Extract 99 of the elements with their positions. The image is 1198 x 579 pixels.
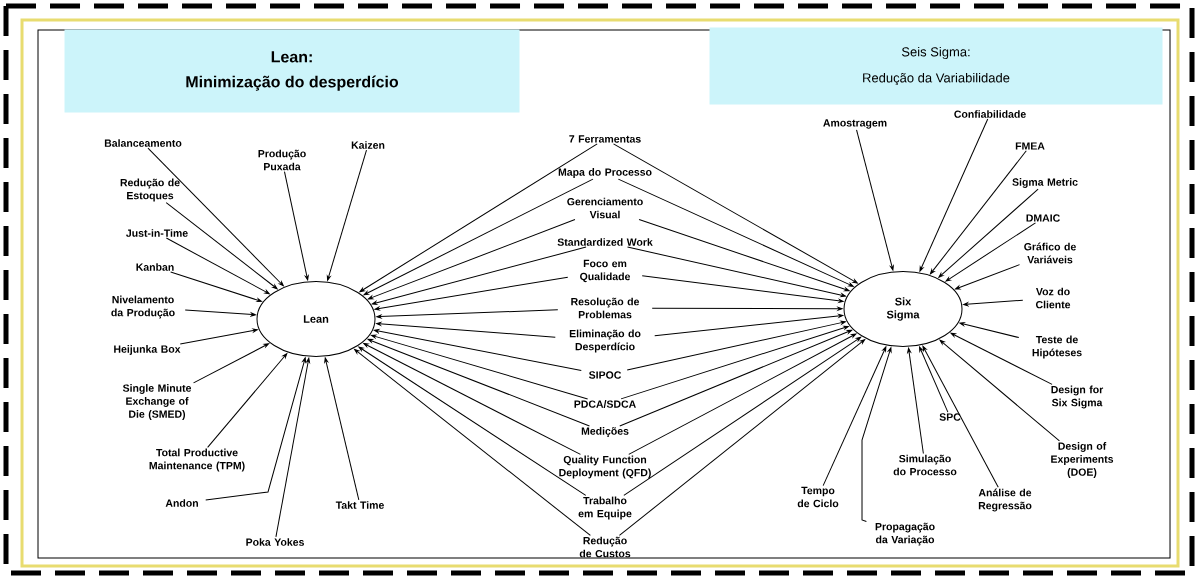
tool-label: SIPOC xyxy=(588,371,622,379)
arrow xyxy=(367,219,576,300)
tool-label: 7 Ferramentas xyxy=(569,135,641,143)
arrow xyxy=(184,309,256,317)
tool-label: Takt Time xyxy=(335,501,384,509)
arrow xyxy=(955,264,1021,290)
arrow xyxy=(371,246,587,305)
tool-label: Simulação do Processo xyxy=(893,454,957,476)
tool-label: Resolução de Problemas xyxy=(571,297,640,319)
tool-label: Kanban xyxy=(136,263,174,271)
tool-label: Nivelamento da Produção xyxy=(111,295,175,319)
arrow xyxy=(623,336,862,496)
arrow xyxy=(358,346,587,496)
arrow xyxy=(170,271,262,303)
tool-label: DMAIC xyxy=(1026,214,1060,222)
arrow xyxy=(354,348,591,536)
arrow xyxy=(326,149,367,281)
tool-label: Balanceamento xyxy=(104,139,182,147)
arrow xyxy=(376,309,559,319)
arrow xyxy=(179,328,258,345)
tool-label: Medições xyxy=(581,427,629,437)
arrow xyxy=(939,339,1060,442)
tool-label: Propagação da Variação xyxy=(875,522,935,546)
tool-label: SPC xyxy=(939,413,961,421)
arrow xyxy=(822,346,887,487)
tool-label: Produção Puxada xyxy=(258,149,306,171)
tool-label: Trabalho em Equipe xyxy=(578,496,632,520)
arrow xyxy=(628,333,857,455)
arrow xyxy=(284,171,309,281)
tool-label: Gráfico de Variáveis xyxy=(1024,242,1076,264)
arrow xyxy=(654,314,844,337)
arrow xyxy=(376,322,556,338)
arrow xyxy=(627,246,846,298)
arrow xyxy=(373,329,582,371)
tool-label: Foco em Qualidade xyxy=(580,259,631,283)
tool-label: Análise de Regressão xyxy=(978,488,1032,512)
arrow xyxy=(275,357,310,538)
arrow xyxy=(165,237,270,295)
tool-label: Eliminação do Desperdício xyxy=(569,329,641,353)
arrow xyxy=(359,143,598,293)
arrow xyxy=(651,306,843,311)
arrow xyxy=(929,150,1027,275)
arrow xyxy=(371,334,589,400)
title-band: Seis Sigma: Redução da Variabilidade xyxy=(709,27,1163,105)
arrow xyxy=(613,143,858,284)
arrow xyxy=(205,357,307,501)
ellipse-node: Lean xyxy=(256,281,376,357)
tool-label: Andon xyxy=(165,499,198,507)
tool-label: Redução de Estoques xyxy=(120,178,180,202)
arrow xyxy=(963,299,1024,307)
tool-label: Kaizen xyxy=(351,141,385,149)
tool-label: Voz do Cliente xyxy=(1035,287,1071,309)
arrow xyxy=(638,219,850,292)
tool-label: Quality Function Deployment (QFD) xyxy=(559,455,651,479)
arrow xyxy=(938,188,1039,278)
tool-label: Design of Experiments (DOE) xyxy=(1051,442,1114,478)
arrow xyxy=(207,353,288,448)
arrow xyxy=(922,345,999,488)
arrow xyxy=(907,347,924,454)
ellipse-node: Six Sigma xyxy=(843,271,963,347)
arrow xyxy=(193,343,270,384)
arrow xyxy=(324,357,360,501)
tool-label: Redução de Custos xyxy=(579,536,631,558)
arrow xyxy=(856,129,894,271)
tool-label: Mapa do Processo xyxy=(558,168,652,178)
arrow xyxy=(147,147,284,287)
tool-label: Tempo de Ciclo xyxy=(797,486,839,508)
arrow xyxy=(861,347,892,522)
tool-label: Just-in-Time xyxy=(126,229,188,237)
arrow xyxy=(619,329,853,427)
arrow xyxy=(919,346,949,413)
arrow xyxy=(945,222,1036,282)
tool-label: Sigma Metric xyxy=(1012,178,1078,188)
tool-label: Confiabilidade xyxy=(954,110,1026,118)
arrow xyxy=(374,276,569,311)
arrow xyxy=(919,118,989,272)
arrow xyxy=(620,325,849,400)
arrow xyxy=(367,338,590,427)
tool-label: FMEA xyxy=(1015,142,1045,150)
tool-label: Standardized Work xyxy=(557,238,653,246)
title-band: Lean: Minimização do desperdício xyxy=(64,29,520,113)
arrow xyxy=(363,342,581,455)
arrow xyxy=(950,332,1053,385)
arrow xyxy=(363,178,594,296)
tool-label: Total Productive Maintenance (TPM) xyxy=(149,448,245,472)
tool-label: Design for Six Sigma xyxy=(1051,385,1104,409)
arrow xyxy=(165,202,278,290)
tool-label: Amostragem xyxy=(823,119,887,129)
tool-label: Single Minute Exchange of Die (SMED) xyxy=(122,384,192,420)
tool-label: PDCA/SDCA xyxy=(574,400,636,408)
tool-label: Poka Yokes xyxy=(246,538,304,546)
arrow xyxy=(618,339,866,536)
arrow xyxy=(617,178,854,287)
arrow xyxy=(959,322,1020,339)
tool-label: Heijunka Box xyxy=(114,345,181,355)
tool-label: Teste de Hipóteses xyxy=(1032,335,1082,359)
arrow xyxy=(626,320,846,371)
arrow xyxy=(641,275,844,303)
tool-label: Gerenciamento Visual xyxy=(567,197,643,219)
